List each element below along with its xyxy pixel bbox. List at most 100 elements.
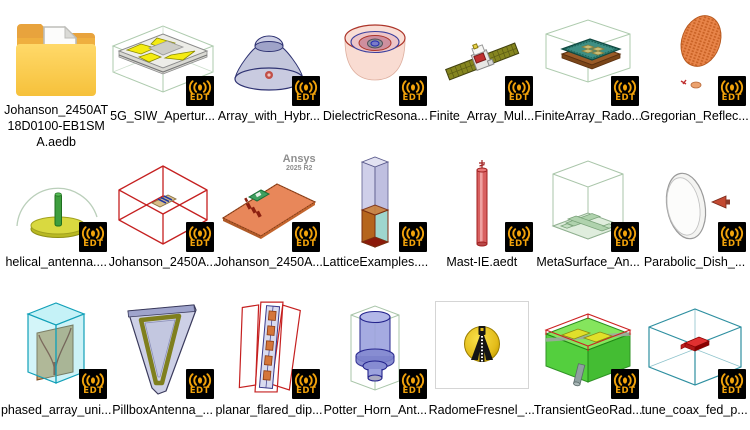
edt-badge: EDT [717, 222, 746, 252]
edt-signal-icon [295, 79, 318, 95]
thumbnail-metasurface-box[interactable]: EDT [535, 150, 641, 252]
thumbnail-reflector-mesh[interactable]: EDT [641, 0, 747, 106]
edt-signal-icon [188, 225, 211, 241]
file-label[interactable]: Parabolic_Dish_... [643, 255, 746, 269]
edt-badge-label: EDT [508, 238, 530, 249]
file-label[interactable]: Johanson_2450A... [215, 255, 323, 269]
edt-badge: EDT [611, 369, 640, 399]
thumbnail-red-wirebox[interactable]: EDT [109, 150, 215, 252]
edt-badge: EDT [504, 76, 533, 106]
thumbnail-pcb-in-box[interactable]: EDT [109, 0, 215, 106]
edt-badge-label: EDT [615, 238, 636, 249]
edt-badge: EDT [79, 222, 108, 252]
file-label[interactable]: helical_antenna.... [5, 255, 107, 269]
thumbnail-dish[interactable]: EDT [641, 150, 747, 252]
edt-badge-label: EDT [296, 385, 317, 396]
edt-badge-label: EDT [402, 238, 423, 249]
edt-badge: EDT [398, 76, 427, 106]
file-item-johanson-board[interactable]: Ansys 2025 R2 EDT Johanson_2450A... [215, 150, 323, 283]
file-label[interactable]: LatticeExamples.... [322, 255, 429, 269]
file-item-pillbox-antenna[interactable]: EDT PillboxAntenna_... [109, 283, 215, 430]
file-item-phased-array[interactable]: EDT phased_array_uni... [0, 283, 112, 430]
ansys-watermark-line1: Ansys [282, 153, 316, 165]
file-item-dielectric-resonator[interactable]: EDT DielectricResona... [322, 0, 428, 150]
cone-antenna-icon [234, 35, 304, 91]
file-item-finite-array-mul[interactable]: EDT Finite_Array_Mul... [429, 0, 535, 150]
thumbnail-lattice-prism[interactable]: EDT [322, 150, 428, 252]
ansys-watermark-line2: 2025 R2 [285, 165, 313, 172]
edt-signal-icon [188, 79, 211, 95]
file-label[interactable]: DielectricResona... [322, 109, 428, 123]
thumbnail-pillbox[interactable]: EDT [109, 283, 215, 400]
file-label[interactable]: Potter_Horn_Ant... [323, 403, 428, 417]
file-item-potter-horn[interactable]: EDT Potter_Horn_Ant... [322, 283, 428, 430]
edt-badge: EDT [611, 222, 640, 252]
thumbnail-zip-file[interactable] [429, 283, 535, 400]
edt-signal-icon [507, 79, 531, 95]
file-label[interactable]: 5G_SIW_Apertur... [110, 109, 216, 123]
file-item-johanson-box[interactable]: EDT Johanson_2450A... [108, 150, 217, 283]
file-item-array-with-hybrid[interactable]: EDT Array_with_Hybr... [216, 0, 322, 150]
chip-array-icon [545, 19, 631, 83]
edt-badge: EDT [185, 76, 214, 106]
file-label[interactable]: Array_with_Hybr... [217, 109, 321, 123]
thumbnail-orange-board[interactable]: Ansys 2025 R2 EDT [216, 150, 322, 252]
pillbox-antenna-icon [126, 304, 197, 395]
file-label[interactable]: Johanson_2450AT18D0100-EB1SMA.aedb [4, 103, 109, 149]
file-label[interactable]: FiniteArray_Rado... [534, 109, 642, 123]
thumbnail-chip-in-box[interactable]: EDT [535, 0, 641, 106]
file-label[interactable]: Mast-IE.aedt [446, 255, 518, 269]
ansys-watermark: Ansys 2025 R2 [276, 154, 322, 173]
file-item-5g-siw[interactable]: EDT 5G_SIW_Apertur... [109, 0, 215, 150]
file-item-mast-ie[interactable]: EDT Mast-IE.aedt [429, 150, 535, 283]
file-item-metasurface[interactable]: EDT MetaSurface_An... [535, 150, 641, 283]
file-item-johanson-folder[interactable]: Johanson_2450AT18D0100-EB1SMA.aedb [3, 0, 109, 150]
thumbnail-horn[interactable]: EDT [322, 283, 428, 400]
file-item-finitearray-radome[interactable]: EDT FiniteArray_Rado... [534, 0, 642, 150]
file-label[interactable]: Johanson_2450A... [108, 255, 217, 269]
flared-dipole-icon [238, 301, 301, 393]
edt-badge: EDT [504, 222, 533, 252]
file-item-gregorian-reflector[interactable]: EDT Gregorian_Reflec... [640, 0, 749, 150]
edt-signal-icon [295, 225, 318, 241]
thumbnail-satellite[interactable]: EDT [429, 0, 535, 106]
thumbnail-flared-dipole[interactable]: EDT [216, 283, 322, 400]
file-label[interactable]: Finite_Array_Mul... [429, 109, 535, 123]
file-label[interactable]: tune_coax_fed_p... [641, 403, 748, 417]
edt-signal-icon [401, 372, 424, 388]
thumbnail-folder[interactable] [3, 0, 109, 100]
thumbnail-mast[interactable]: EDT [429, 150, 535, 252]
resonator-bowl-icon [344, 24, 406, 81]
edt-signal-icon [82, 372, 105, 388]
file-item-tune-coax[interactable]: EDT tune_coax_fed_p... [641, 283, 748, 430]
file-item-helical-antenna[interactable]: EDT helical_antenna.... [3, 150, 109, 283]
thumbnail-resonator-bowl[interactable]: EDT [322, 0, 428, 106]
georadar-box-icon [544, 313, 632, 387]
file-label[interactable]: planar_flared_dip... [215, 403, 323, 417]
thumbnail-vivaldi-box[interactable]: EDT [3, 283, 109, 400]
edt-signal-icon [401, 225, 424, 241]
zip-icon [463, 326, 500, 362]
edt-badge: EDT [185, 222, 214, 252]
edt-badge-label: EDT [402, 385, 423, 396]
edt-badge-label: EDT [83, 385, 104, 396]
thumbnail-patch-in-box[interactable]: EDT [641, 283, 747, 400]
thumbnail-georadar-box[interactable]: EDT [535, 283, 641, 400]
file-label[interactable]: MetaSurface_An... [536, 255, 640, 269]
folder-icon [16, 24, 97, 96]
file-label[interactable]: TransientGeoRad... [533, 403, 643, 417]
file-label[interactable]: RadomeFresnel_... [428, 403, 535, 417]
edt-badge-label: EDT [296, 92, 317, 103]
file-item-planar-flared-dipole[interactable]: EDT planar_flared_dip... [215, 283, 323, 430]
file-label[interactable]: Gregorian_Reflec... [640, 109, 749, 123]
thumbnail-helical[interactable]: EDT [3, 150, 109, 252]
edt-badge-label: EDT [296, 238, 317, 249]
file-label[interactable]: phased_array_uni... [0, 403, 112, 417]
file-item-lattice-examples[interactable]: EDT LatticeExamples.... [322, 150, 428, 283]
file-item-parabolic-dish[interactable]: EDT Parabolic_Dish_... [641, 150, 747, 283]
file-label[interactable]: PillboxAntenna_... [112, 403, 213, 417]
thumbnail-cone-antenna[interactable]: EDT [216, 0, 322, 106]
edt-badge: EDT [611, 76, 640, 106]
file-item-transient-georadar[interactable]: EDT TransientGeoRad... [533, 283, 643, 430]
file-item-radome-fresnel[interactable]: RadomeFresnel_... [429, 283, 535, 430]
